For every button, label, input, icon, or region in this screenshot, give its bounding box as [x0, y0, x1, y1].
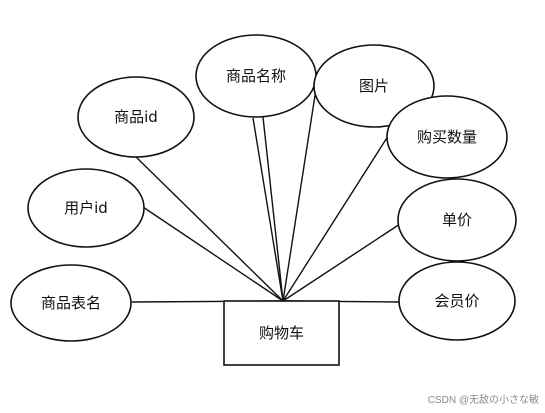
attribute-product-id: 商品id: [77, 76, 195, 158]
attribute-label: 购买数量: [417, 128, 477, 146]
attribute-image: 图片: [313, 44, 435, 128]
attribute-label: 用户id: [64, 199, 108, 217]
attribute-unit-price: 单价: [397, 178, 517, 262]
entity-label: 购物车: [259, 324, 304, 342]
connector-user-id: [142, 206, 284, 302]
watermark-text: CSDN @无敌の小さな敏: [428, 393, 539, 406]
entity-shopping-cart: 购物车: [223, 300, 340, 366]
attribute-member-price: 会员价: [398, 261, 516, 341]
attribute-label: 商品表名: [41, 294, 101, 312]
attribute-label: 单价: [442, 211, 472, 229]
connector-lines: [131, 88, 401, 303]
attribute-purchase-quantity: 购买数量: [386, 95, 508, 179]
attribute-label: 商品名称: [226, 67, 286, 85]
attribute-ellipse: [10, 264, 132, 342]
attribute-ellipse: [27, 168, 145, 248]
attribute-label: 商品id: [114, 108, 158, 126]
attribute-label: 图片: [359, 77, 389, 95]
attribute-ellipse: [77, 76, 195, 158]
attribute-product-name: 商品名称: [195, 34, 317, 118]
connector-image: [282, 88, 317, 302]
connector-unit-price: [282, 223, 401, 302]
connector-product-id: [134, 155, 284, 302]
attribute-ellipse: [397, 178, 517, 262]
attribute-ellipse: [386, 95, 508, 179]
attribute-ellipse: [398, 261, 516, 341]
attribute-product-table-name: 商品表名: [10, 264, 132, 342]
attribute-user-id: 用户id: [27, 168, 145, 248]
connector-product-name-a: [252, 117, 284, 302]
attribute-ellipse: [313, 44, 435, 128]
attribute-label: 会员价: [434, 292, 479, 310]
connector-product-name-b: [262, 116, 284, 302]
entity-box: [223, 300, 340, 366]
connector-purchase-quantity: [282, 132, 391, 302]
